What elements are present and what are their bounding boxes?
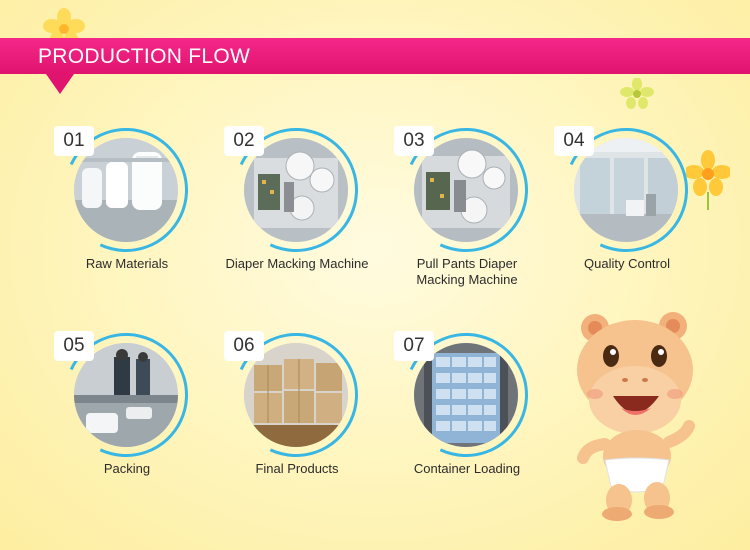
step-label: Pull Pants Diaper Macking Machine (416, 256, 518, 287)
hippo-mascot-illustration (577, 312, 695, 521)
banner-pointer (46, 74, 74, 94)
step-number: 05 (54, 331, 94, 361)
step-label: Raw Materials (85, 256, 169, 271)
step-raw-materials: 01 Raw Materials (46, 110, 212, 298)
page-title: PRODUCTION FLOW (38, 45, 251, 68)
step-number: 01 (54, 126, 94, 156)
step-label: Final Products (255, 461, 339, 476)
container-photo (414, 343, 518, 447)
step-container-loading: 07 Container Loading (386, 315, 552, 503)
step-pull-pants-machine: 03 Pull Pants Diaper Macking Machine (386, 110, 552, 298)
step-label: Quality Control (584, 256, 670, 271)
step-number: 06 (224, 331, 264, 361)
step-packing: 05 Packing (46, 315, 212, 503)
step-quality-control: 04 Quality Control (546, 110, 712, 298)
header-banner: PRODUCTION FLOW (0, 38, 750, 74)
pull-pants-machine-photo (414, 138, 518, 242)
step-label: Diaper Macking Machine (225, 256, 369, 271)
step-number: 04 (554, 126, 594, 156)
step-diaper-machine: 02 Diaper Macking Machine (216, 110, 382, 298)
step-final-products: 06 Final Products (216, 315, 382, 503)
raw-materials-photo (74, 138, 178, 242)
step-label: Packing (103, 461, 151, 476)
flower-decoration-top-right (620, 78, 654, 109)
step-number: 02 (224, 126, 264, 156)
step-label: Container Loading (413, 461, 521, 476)
flower-decoration-right (686, 150, 730, 210)
step-number: 07 (394, 331, 434, 361)
diaper-machine-photo (244, 138, 348, 242)
step-number: 03 (394, 126, 434, 156)
